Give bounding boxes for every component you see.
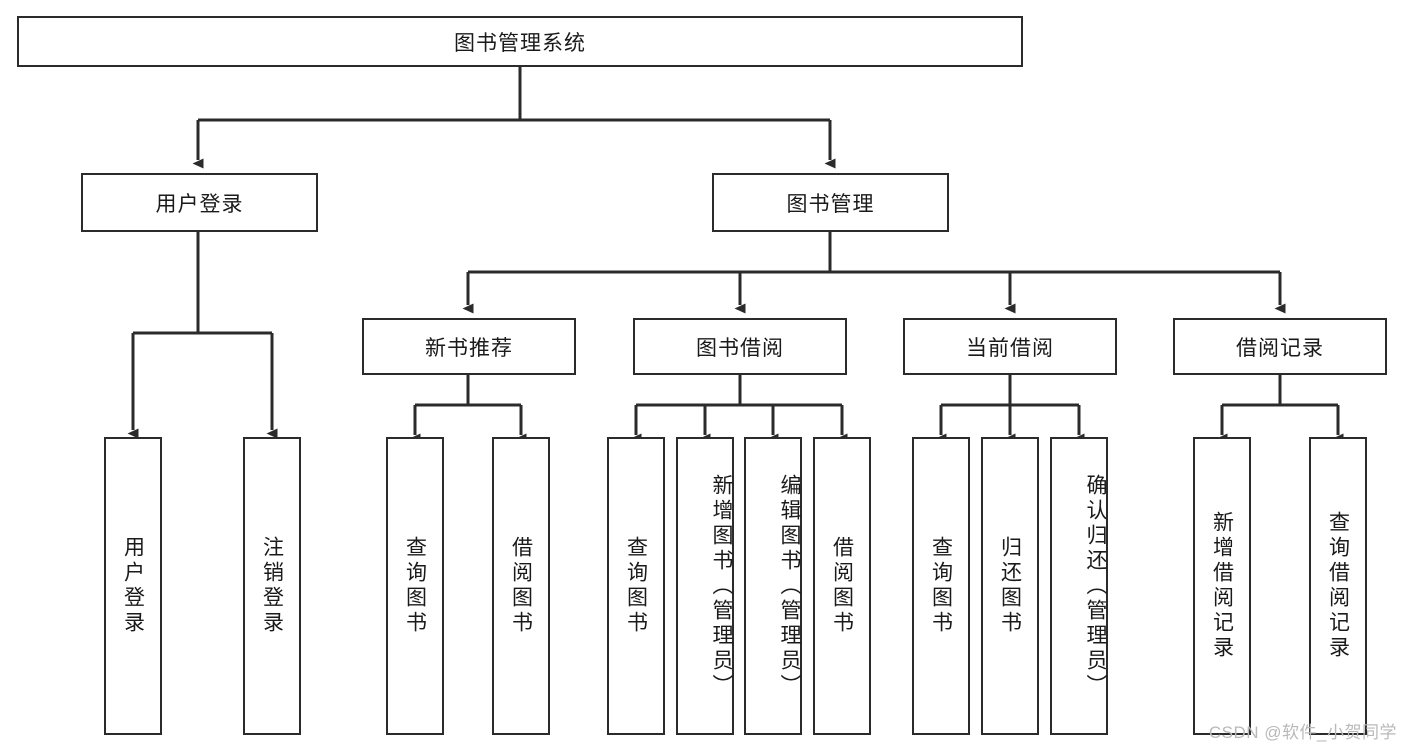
- watermark-text: CSDN @软件_小贺同学: [1208, 723, 1397, 742]
- node-label: 图书借阅: [696, 336, 784, 360]
- node-new-book-recommend[interactable]: 新书推荐: [362, 318, 576, 375]
- node-label: 确认归还（管理员）: [1084, 473, 1107, 699]
- node-label: 查询图书: [403, 536, 427, 636]
- node-label: 新增图书（管理员）: [710, 473, 733, 699]
- leaf-query-borrow-record[interactable]: 查询借阅记录: [1309, 437, 1367, 735]
- node-label: 图书管理: [786, 192, 875, 216]
- node-label: 图书管理系统: [454, 31, 586, 55]
- node-label: 借阅记录: [1236, 336, 1324, 360]
- leaf-logout[interactable]: 注销登录: [243, 437, 301, 735]
- node-label: 新书推荐: [425, 336, 513, 360]
- leaf-borrow-book-recommend[interactable]: 借阅图书: [492, 437, 550, 735]
- node-label: 借阅图书: [509, 536, 533, 636]
- node-book-borrow[interactable]: 图书借阅: [633, 318, 847, 375]
- leaf-add-borrow-record[interactable]: 新增借阅记录: [1193, 437, 1251, 735]
- node-borrow-record[interactable]: 借阅记录: [1173, 318, 1387, 375]
- node-label: 归还图书: [998, 536, 1022, 636]
- leaf-edit-book-admin[interactable]: 编辑图书（管理员）: [744, 437, 802, 735]
- leaf-return-book[interactable]: 归还图书: [981, 437, 1039, 735]
- leaf-query-book-recommend[interactable]: 查询图书: [386, 437, 444, 735]
- leaf-user-login[interactable]: 用户登录: [104, 437, 162, 735]
- leaf-borrow-book[interactable]: 借阅图书: [813, 437, 871, 735]
- node-label: 用户登录: [121, 536, 145, 636]
- leaf-query-book-current[interactable]: 查询图书: [912, 437, 970, 735]
- node-label: 查询图书: [929, 536, 953, 636]
- leaf-confirm-return-admin[interactable]: 确认归还（管理员）: [1050, 437, 1108, 735]
- node-label: 借阅图书: [830, 536, 854, 636]
- node-label: 编辑图书（管理员）: [778, 473, 801, 699]
- node-user-login[interactable]: 用户登录: [81, 173, 318, 232]
- node-label: 新增借阅记录: [1210, 511, 1234, 661]
- node-label: 用户登录: [155, 192, 244, 216]
- leaf-query-book-borrow[interactable]: 查询图书: [607, 437, 665, 735]
- node-current-borrow[interactable]: 当前借阅: [903, 318, 1117, 375]
- node-label: 注销登录: [260, 536, 284, 636]
- node-label: 查询借阅记录: [1326, 511, 1350, 661]
- node-label: 当前借阅: [966, 336, 1054, 360]
- node-root-system[interactable]: 图书管理系统: [17, 16, 1023, 67]
- node-book-management[interactable]: 图书管理: [712, 173, 949, 232]
- node-label: 查询图书: [624, 536, 648, 636]
- leaf-add-book-admin[interactable]: 新增图书（管理员）: [676, 437, 734, 735]
